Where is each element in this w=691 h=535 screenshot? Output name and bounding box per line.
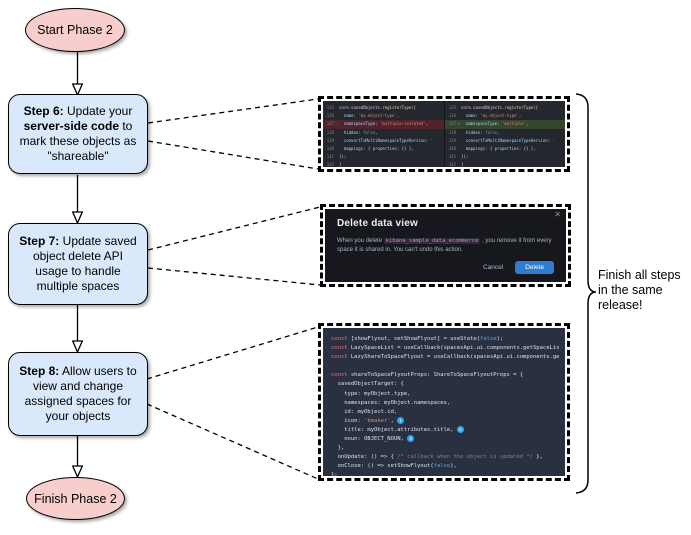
step7-node: Step 7: Update saved object delete API u… bbox=[8, 223, 148, 305]
step8-label: Step 8: Allow users to view and change a… bbox=[19, 364, 137, 423]
modal-body-post: , you remove it from every space it is s… bbox=[337, 238, 552, 253]
modal-title: Delete data view bbox=[337, 218, 419, 229]
finish-label: Finish Phase 2 bbox=[34, 491, 117, 506]
modal-body: When you delete kibana_sample_data_ecomm… bbox=[337, 237, 554, 254]
start-node: Start Phase 2 bbox=[25, 8, 125, 52]
finish-node: Finish Phase 2 bbox=[26, 477, 125, 520]
step6-label: Step 6: Update your server-side code to … bbox=[19, 104, 137, 163]
delete-data-view-modal: Delete data view ✕ When you delete kiban… bbox=[325, 209, 566, 282]
curly-brace bbox=[575, 93, 597, 494]
modal-actions: Cancel Delete bbox=[483, 261, 554, 274]
start-label: Start Phase 2 bbox=[37, 23, 113, 37]
cancel-button[interactable]: Cancel bbox=[482, 264, 504, 271]
step6-node: Step 6: Update your server-side code to … bbox=[8, 94, 148, 174]
code-screenshot-frame: const [showFlyout, setShowFlyout] = useS… bbox=[318, 323, 570, 481]
modal-body-pre: When you delete bbox=[337, 238, 384, 244]
code-snippet-screenshot: const [showFlyout, setShowFlyout] = useS… bbox=[323, 328, 565, 476]
step7-label: Step 7: Update saved object delete API u… bbox=[19, 234, 137, 293]
delete-button[interactable]: Delete bbox=[515, 261, 554, 274]
brace-note: Finish all steps in the same release! bbox=[598, 268, 681, 312]
modal-screenshot-frame: Delete data view ✕ When you delete kiban… bbox=[320, 204, 571, 287]
modal-body-code: kibana_sample_data_ecommerce bbox=[383, 238, 481, 244]
callout-connectors bbox=[146, 98, 321, 480]
close-icon[interactable]: ✕ bbox=[554, 210, 561, 219]
step8-node: Step 8: Allow users to view and change a… bbox=[8, 352, 148, 436]
